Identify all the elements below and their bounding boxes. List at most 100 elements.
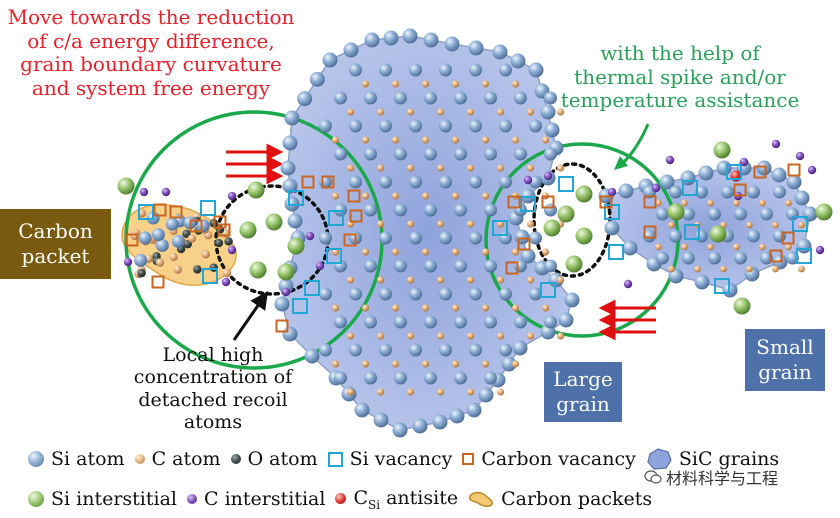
c-atom xyxy=(361,360,370,368)
si-atom xyxy=(484,371,497,385)
c-atom xyxy=(511,80,520,88)
si-atom xyxy=(772,229,786,243)
si-atom xyxy=(720,185,734,199)
si-vacancy xyxy=(792,216,808,232)
c-atom xyxy=(421,248,430,256)
c-atom xyxy=(421,136,430,144)
si-vacancy xyxy=(138,204,154,220)
c-atom xyxy=(526,164,535,172)
si-interstitial xyxy=(287,237,305,255)
si-atom xyxy=(529,119,542,133)
c-atom xyxy=(694,265,701,273)
c-atom xyxy=(511,248,520,256)
antisite-suffix: antisite xyxy=(380,486,459,509)
legend-label: Carbon vacancy xyxy=(481,448,636,470)
c-atom xyxy=(481,192,490,200)
si-atom xyxy=(478,387,494,403)
si-atom xyxy=(282,135,298,151)
packet-atom xyxy=(193,265,202,274)
si-atom xyxy=(155,238,169,252)
carbon-vacancy xyxy=(643,195,657,209)
c-atom xyxy=(391,248,400,256)
packet-atom xyxy=(137,268,146,278)
carbon-vacancy xyxy=(643,225,657,239)
si-atom xyxy=(394,259,407,273)
c-atom xyxy=(406,164,415,172)
c-interstitial xyxy=(607,187,617,197)
si-atom xyxy=(454,315,467,329)
legend-label: CSi antisite xyxy=(353,487,458,512)
c-atom xyxy=(526,108,535,116)
thermal-note-line: with the help of xyxy=(600,41,760,65)
si-atom xyxy=(319,119,332,133)
si-interstitial xyxy=(557,205,575,223)
c-atom xyxy=(346,164,355,172)
c-atom xyxy=(541,304,550,312)
si-atom xyxy=(484,147,497,161)
legend-row-2: Si interstitial C interstitial CSi antis… xyxy=(28,485,662,513)
c-atom xyxy=(496,332,505,340)
c-atom xyxy=(759,199,766,207)
si-vacancy xyxy=(328,210,344,226)
si-atom xyxy=(439,119,452,133)
legend-item-c-interstitial: C interstitial xyxy=(187,488,325,510)
c-atom xyxy=(526,220,535,228)
si-interstitial xyxy=(247,181,265,199)
antisite-subscript: Si xyxy=(367,497,381,512)
si-vacancy xyxy=(292,298,308,314)
si-atom xyxy=(484,315,497,329)
c-atom xyxy=(331,248,340,256)
si-atom xyxy=(698,165,714,181)
c-atom xyxy=(511,136,520,144)
si-atom xyxy=(484,259,497,273)
si-atom xyxy=(514,147,527,161)
c-interstitial xyxy=(139,187,149,197)
si-atom xyxy=(364,147,377,161)
reduction-note: Move towards the reduction of c/a energy… xyxy=(6,5,296,100)
si-atom xyxy=(499,343,512,357)
green-pointer-arrow xyxy=(620,123,650,166)
packet-atom xyxy=(214,238,224,248)
carbon-vacancy xyxy=(275,319,289,333)
c-atom xyxy=(376,108,385,116)
si-atom xyxy=(165,217,179,231)
c-atom xyxy=(436,388,445,396)
si-atom xyxy=(439,63,452,77)
c-atom xyxy=(772,265,779,273)
si-atom xyxy=(424,91,437,105)
si-interstitial xyxy=(543,219,561,237)
si-atom xyxy=(544,259,557,273)
si-atom xyxy=(409,119,422,133)
c-atom xyxy=(481,80,490,88)
c-interstitial xyxy=(807,165,817,175)
si-atom xyxy=(529,175,542,189)
si-interstitial xyxy=(117,177,135,195)
si-atom xyxy=(392,422,408,438)
c-atom-icon xyxy=(134,454,145,464)
si-atom xyxy=(364,32,380,48)
c-atom xyxy=(406,276,415,284)
c-interstitial xyxy=(795,151,805,161)
c-atom xyxy=(466,276,475,284)
c-atom xyxy=(451,304,460,312)
legend-item-carbon-packets: Carbon packets xyxy=(468,488,652,510)
si-atom xyxy=(282,326,298,342)
c-atom xyxy=(496,108,505,116)
reduction-note-line: of c/a energy difference, xyxy=(27,28,275,53)
si-atom xyxy=(409,175,422,189)
si-atom xyxy=(409,287,422,301)
large-grain-label: Large grain xyxy=(544,362,622,422)
si-atom xyxy=(439,343,452,357)
carbon-vacancy xyxy=(769,249,783,263)
c-atom xyxy=(466,332,475,340)
c-atom xyxy=(421,80,430,88)
c-interstitial xyxy=(771,139,781,149)
c-atom xyxy=(361,304,370,312)
si-atom xyxy=(412,418,428,434)
legend-item-c-atom: C atom xyxy=(134,448,221,470)
si-atom xyxy=(499,231,512,245)
si-atom xyxy=(364,315,377,329)
si-atom xyxy=(668,185,682,199)
si-atom xyxy=(746,229,760,243)
